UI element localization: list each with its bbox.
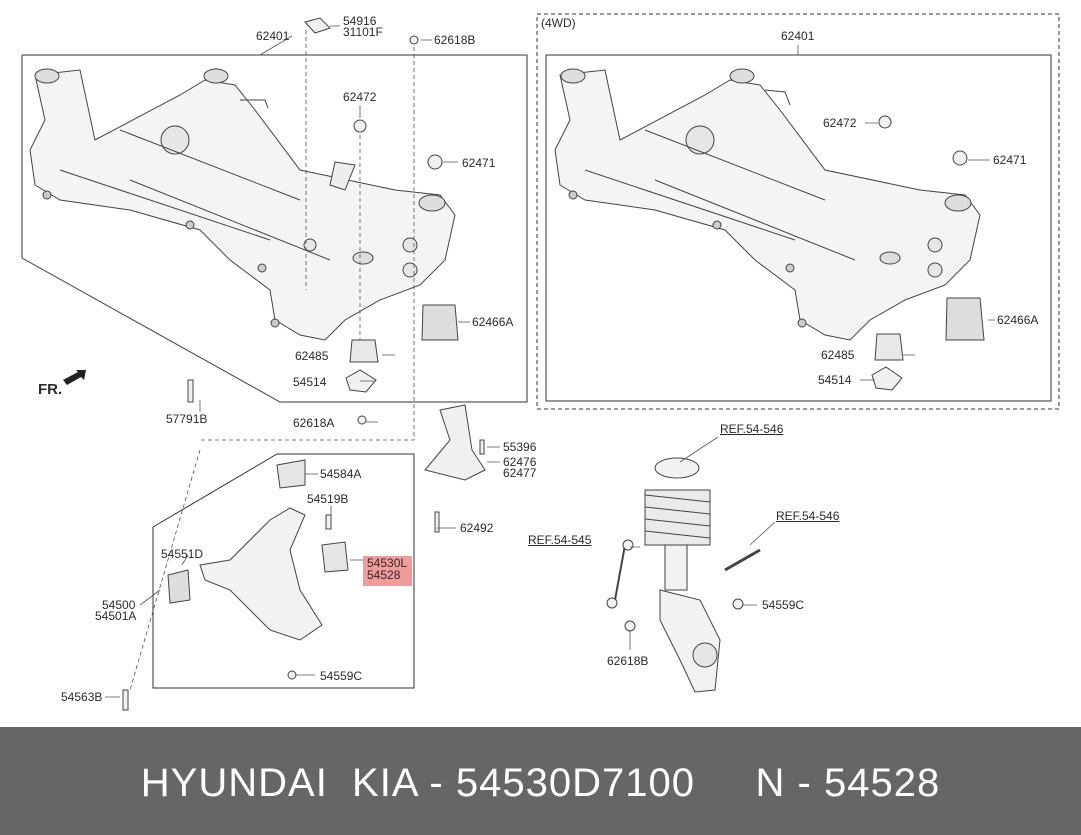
small-parts-left	[187, 17, 486, 533]
label-subframe-right: 62401	[781, 29, 815, 43]
label-ball-joint-b: 54528	[367, 568, 401, 582]
variant-label: (4WD)	[541, 16, 576, 30]
label-subframe-left: 62401	[256, 29, 290, 43]
label-cap-b: 31101F	[343, 25, 383, 39]
label-arm-bush-front: 54551D	[161, 547, 204, 561]
label-washer-right: 62472	[823, 116, 857, 130]
label-stopper-left: 62471	[462, 156, 496, 170]
bolt-57791b	[187, 379, 194, 403]
bush-62466a	[421, 304, 459, 341]
label-arm-bolt: 54519B	[307, 492, 349, 506]
label-link-nut: 62618B	[607, 654, 649, 668]
strut-knuckle-drawing	[606, 457, 761, 693]
label-bracket-b: 62477	[503, 466, 537, 480]
fr-label: FR.	[38, 381, 63, 398]
label-mount-right: 62485	[821, 348, 855, 362]
lower-arm-group-border	[152, 453, 415, 689]
label-arm-bolt-bottom: 54563B	[61, 690, 103, 704]
label-nut-top: 62618B	[434, 33, 476, 47]
subframe-right-drawing	[554, 68, 981, 341]
bracket-62476	[424, 404, 486, 481]
label-mount-left: 62485	[295, 349, 329, 363]
bolt-54519b	[325, 514, 332, 530]
4wd-inner-border	[545, 54, 1052, 402]
cap-54916	[304, 17, 331, 34]
label-cap-a: 54916	[343, 14, 377, 28]
stabilizer-link	[614, 544, 626, 601]
label-arm-a: 54500	[102, 598, 136, 612]
diagram-drawing	[21, 13, 1060, 711]
fr-arrow-icon	[63, 370, 86, 385]
label-bush-right: 62466A	[997, 313, 1039, 327]
label-bracket-stud: 62492	[460, 521, 494, 535]
arm-bush-54584a	[276, 459, 306, 489]
leader-lines	[21, 25, 995, 698]
parts-diagram: FR. (4WD) 62401 54916 31101F 62618B 6247…	[21, 13, 1060, 711]
label-washer-left: 62472	[343, 90, 377, 104]
bush-54551d	[167, 569, 191, 604]
nut-62618a	[357, 415, 367, 425]
small-parts-right	[871, 115, 985, 391]
label-ref-stab: REF.54-545	[528, 533, 592, 547]
washer-62472	[353, 119, 367, 133]
highlight-ball-joint	[363, 556, 412, 586]
lower-arm-drawing	[122, 459, 349, 711]
subframe-group-border	[21, 54, 528, 403]
label-arm-bush-top: 54584A	[320, 467, 362, 481]
label-plate-right: 54514	[818, 373, 852, 387]
label-ref-knuckle: REF.54-546	[776, 509, 840, 523]
label-bolt-bottom: 57791B	[166, 412, 208, 426]
ball-joint-54530l	[321, 541, 349, 573]
label-plate-left: 54514	[293, 375, 327, 389]
4wd-group-border	[536, 13, 1060, 410]
label-bracket-a: 62476	[503, 455, 537, 469]
label-ref-strut: REF.54-546	[720, 422, 784, 436]
subframe-left-drawing	[29, 68, 456, 341]
mount-62485	[349, 339, 379, 363]
nut-54559c	[287, 670, 297, 680]
label-nut-bottom: 62618A	[293, 416, 335, 430]
label-stopper-right: 62471	[993, 153, 1027, 167]
label-knuckle-nut: 54559C	[762, 598, 805, 612]
label-arm-b: 54501A	[95, 609, 137, 623]
part-number-banner: HYUNDAI KIA - 54530D7100 N - 54528	[0, 727, 1081, 835]
label-ball-joint-a: 54530L	[367, 556, 408, 570]
label-arm-nut: 54559C	[320, 669, 363, 683]
bolt-54563b	[122, 689, 129, 711]
label-bracket-bolt: 55396	[503, 440, 537, 454]
part-number-text: HYUNDAI KIA - 54530D7100 N - 54528	[140, 761, 941, 805]
label-bush-left: 62466A	[472, 315, 514, 329]
lower-arm-54500	[199, 507, 323, 641]
stopper-62471	[427, 154, 443, 170]
